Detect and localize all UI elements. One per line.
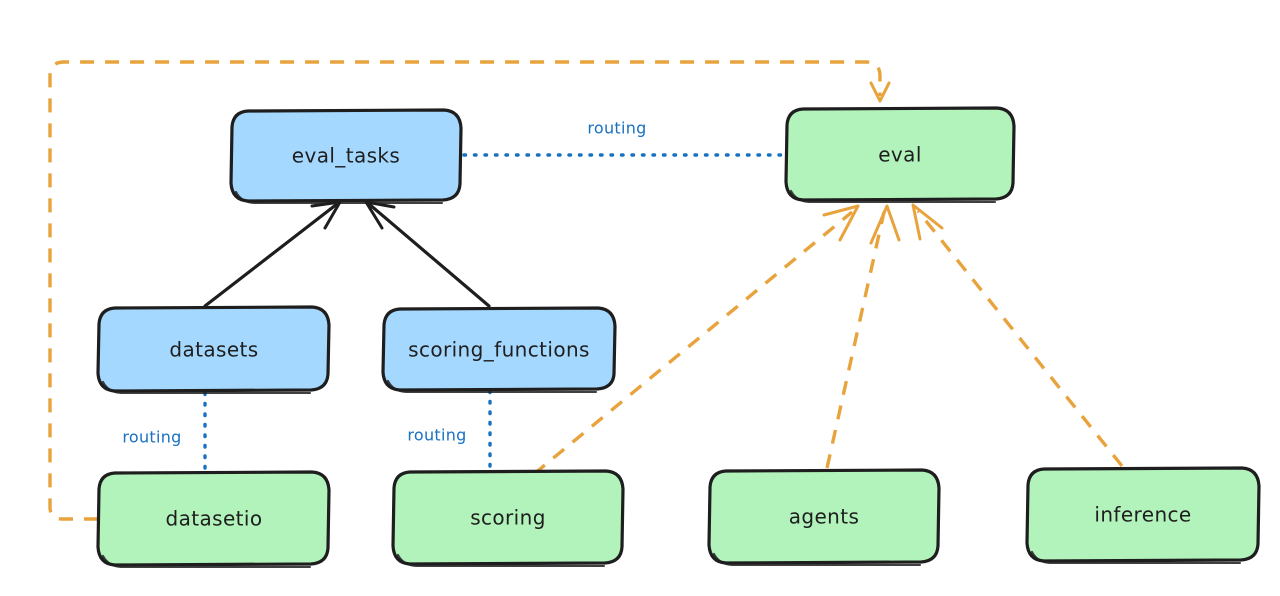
- edge-scoring-eval: [532, 204, 860, 476]
- node-scoring-label: scoring: [470, 506, 546, 530]
- node-eval-shape[interactable]: [784, 106, 1016, 202]
- edge-eval_tasks-eval: routing: [462, 119, 786, 157]
- edge-inference-eval: [911, 203, 1124, 468]
- node-eval[interactable]: eval: [784, 106, 1016, 204]
- node-inference-shape[interactable]: [1025, 466, 1261, 563]
- node-agents-shape[interactable]: [707, 468, 941, 565]
- node-scoring_functions-shape[interactable]: [381, 306, 617, 392]
- node-datasetio-sketch-overlay: [101, 554, 312, 569]
- edge-scoring_functions-eval_tasks: [364, 200, 491, 308]
- node-inference-label: inference: [1094, 503, 1191, 527]
- edge-label-routing-scoring: routing: [407, 426, 466, 445]
- node-inference[interactable]: inference: [1025, 466, 1261, 565]
- node-eval_tasks[interactable]: eval_tasks: [229, 108, 463, 205]
- edge-datasets-eval_tasks: [203, 200, 342, 308]
- node-datasetio-label: datasetio: [165, 507, 262, 531]
- edge-label-routing-eval: routing: [587, 119, 646, 138]
- node-eval_tasks-sketch-overlay: [234, 190, 444, 205]
- node-scoring[interactable]: scoring: [391, 469, 625, 568]
- node-eval-label: eval: [878, 143, 922, 167]
- edge-agents-eval: [825, 204, 901, 469]
- node-datasets[interactable]: datasets: [96, 305, 331, 395]
- node-inference-sketch-overlay: [1030, 550, 1242, 565]
- node-scoring_functions-sketch-overlay: [386, 379, 598, 394]
- node-datasets-label: datasets: [169, 338, 258, 362]
- node-agents-label: agents: [789, 505, 860, 529]
- node-datasets-shape[interactable]: [96, 305, 331, 393]
- node-scoring-shape[interactable]: [391, 469, 625, 566]
- node-datasets-sketch-overlay: [101, 380, 312, 395]
- node-datasetio[interactable]: datasetio: [96, 470, 331, 569]
- node-agents[interactable]: agents: [707, 468, 941, 567]
- node-scoring_functions-label: scoring_functions: [408, 338, 590, 362]
- edge-datasets-datasetio: routing: [122, 391, 207, 473]
- node-agents-sketch-overlay: [712, 552, 922, 567]
- node-datasetio-shape[interactable]: [96, 470, 331, 567]
- node-scoring-sketch-overlay: [396, 553, 606, 568]
- edge-datasetio-eval: [48, 60, 891, 521]
- edge-scoring_functions-scoring: routing: [407, 389, 492, 472]
- node-eval-sketch-overlay: [789, 189, 997, 204]
- node-eval_tasks-shape[interactable]: [229, 108, 463, 203]
- node-eval_tasks-label: eval_tasks: [292, 144, 400, 168]
- edge-label-routing-datasetio: routing: [122, 428, 181, 447]
- node-scoring_functions[interactable]: scoring_functions: [381, 306, 617, 394]
